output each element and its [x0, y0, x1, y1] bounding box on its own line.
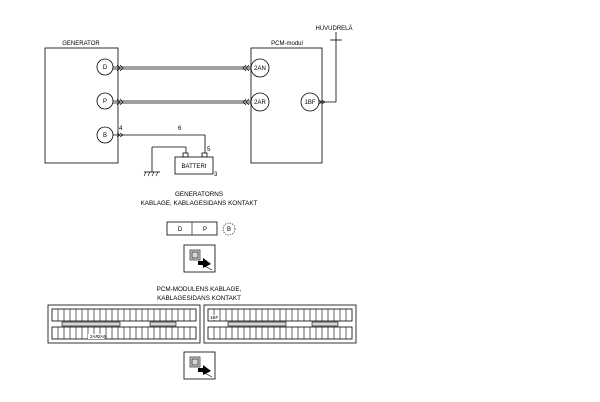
generator-terminal-b: B [96, 126, 114, 144]
pin-label-1bf: 1BF [210, 315, 219, 320]
generator-connector: D P B [166, 221, 236, 236]
pcm-terminal-1bf: 1BF [300, 92, 320, 112]
svg-text:D: D [178, 227, 183, 233]
pcm-connector-right: 1BF [203, 304, 357, 344]
callout-4: 4 [119, 126, 123, 132]
svg-text:D: D [103, 65, 108, 71]
generator-terminal-d: D [96, 58, 114, 76]
svg-text:2AN: 2AN [254, 66, 266, 72]
huvudrela-label: HUVUDRELÄ [315, 25, 352, 32]
callout-3: 3 [214, 172, 218, 178]
harness-plug-icon [183, 351, 216, 380]
pcm-connector-section: PCM-MODULENS KABLAGE, KABLAGESIDANS KONT… [47, 286, 357, 380]
wire-b-battery: 4 6 5 [113, 126, 211, 155]
generator-connector-caption-1: GENERATORNS [175, 191, 223, 198]
generator-title: GENERATOR [62, 41, 100, 47]
callout-6: 6 [178, 126, 182, 132]
svg-text:P: P [103, 99, 107, 105]
generator-block: GENERATOR D P B [44, 41, 119, 164]
svg-text:B: B [227, 227, 231, 233]
pcm-connector-caption-2: KABLAGESIDANS KONTAKT [157, 295, 241, 302]
svg-text:P: P [203, 227, 207, 233]
wire-p-2ar [113, 98, 251, 106]
svg-text:2AR: 2AR [254, 100, 266, 106]
pin-label-2ar: 2AR [90, 334, 100, 339]
wire-1bf-huvudrela: HUVUDRELÄ [315, 25, 353, 105]
svg-text:1BF: 1BF [304, 100, 315, 106]
svg-text:B: B [103, 133, 107, 139]
generator-terminal-p: P [96, 92, 114, 110]
pcm-terminal-2ar: 2AR [250, 92, 270, 112]
battery-label: BATTERI [182, 164, 207, 170]
pcm-terminal-2an: 2AN [250, 58, 270, 78]
harness-plug-icon [183, 244, 216, 273]
pcm-title: PCM-modul [271, 41, 303, 47]
generator-connector-section: GENERATORNS KABLAGE, KABLAGESIDANS KONTA… [141, 191, 258, 273]
battery: BATTERI 3 [143, 146, 218, 178]
ground-icon [143, 171, 160, 177]
pcm-connector-left: 2AR 2AN [47, 304, 201, 344]
pcm-block: PCM-modul 2AN 2AR 1BF [250, 41, 323, 164]
generator-connector-caption-2: KABLAGE, KABLAGESIDANS KONTAKT [141, 200, 258, 207]
pcm-connector-caption-1: PCM-MODULENS KABLAGE, [157, 286, 242, 293]
wire-d-2an [113, 64, 251, 72]
pin-label-2an: 2AN [98, 334, 107, 339]
callout-5: 5 [207, 147, 211, 153]
